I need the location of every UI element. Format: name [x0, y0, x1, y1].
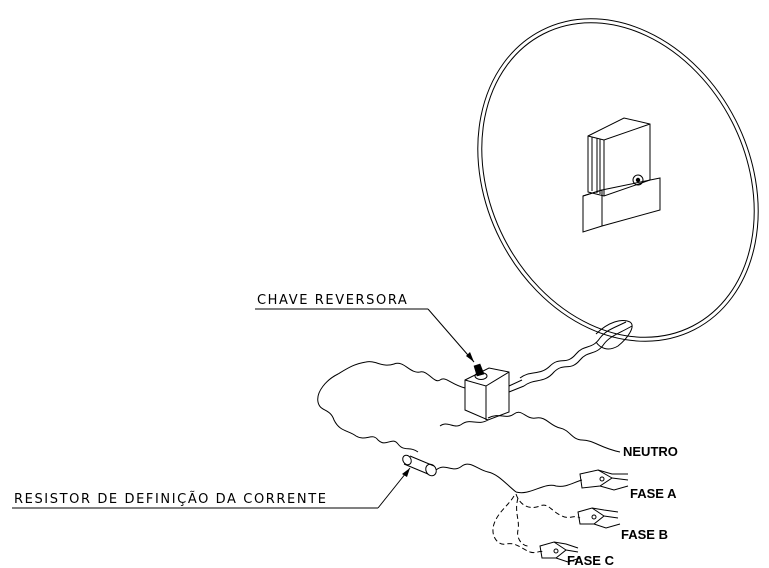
reversing-switch — [464, 363, 525, 421]
phase-lead — [439, 419, 489, 427]
resistor — [402, 454, 517, 493]
label-resistor: RESISTOR DE DEFINIÇÃO DA CORRENTE — [14, 491, 328, 507]
fase-b-clamp — [515, 493, 621, 529]
label-fase-a: FASE A — [630, 486, 677, 501]
dish-cable — [519, 320, 633, 387]
label-fase-b: FASE B — [621, 527, 668, 542]
label-fase-c: FASE C — [567, 553, 615, 568]
neutral-cable — [487, 411, 621, 453]
resistor-cable — [317, 361, 466, 453]
fase-c-clamp — [492, 495, 581, 563]
label-chave-reversora: CHAVE REVERSORA — [257, 293, 408, 308]
meter-box — [582, 117, 661, 233]
chave-reversora-callout: CHAVE REVERSORA — [255, 293, 475, 363]
label-neutro: NEUTRO — [623, 444, 678, 459]
resistor-callout: RESISTOR DE DEFINIÇÃO DA CORRENTE — [12, 467, 411, 509]
reflector-dish — [477, 18, 759, 342]
fase-a-clamp — [515, 469, 629, 494]
